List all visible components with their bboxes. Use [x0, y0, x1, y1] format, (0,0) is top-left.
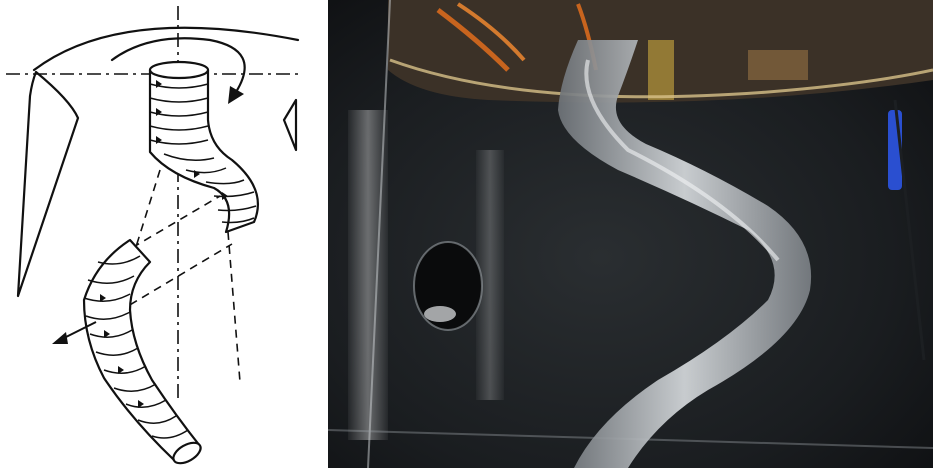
- vortex-rope-photograph: [328, 0, 933, 468]
- runner-region: [388, 0, 933, 103]
- right-blade: [284, 100, 296, 150]
- rotation-arrowhead-icon: [228, 86, 244, 104]
- dashed-guide-2: [228, 232, 240, 382]
- vortex-rope-top: [150, 62, 208, 78]
- left-blade: [18, 72, 78, 296]
- outflow-arrowhead-icon: [52, 332, 68, 344]
- vortex-rope-schematic: [0, 0, 320, 468]
